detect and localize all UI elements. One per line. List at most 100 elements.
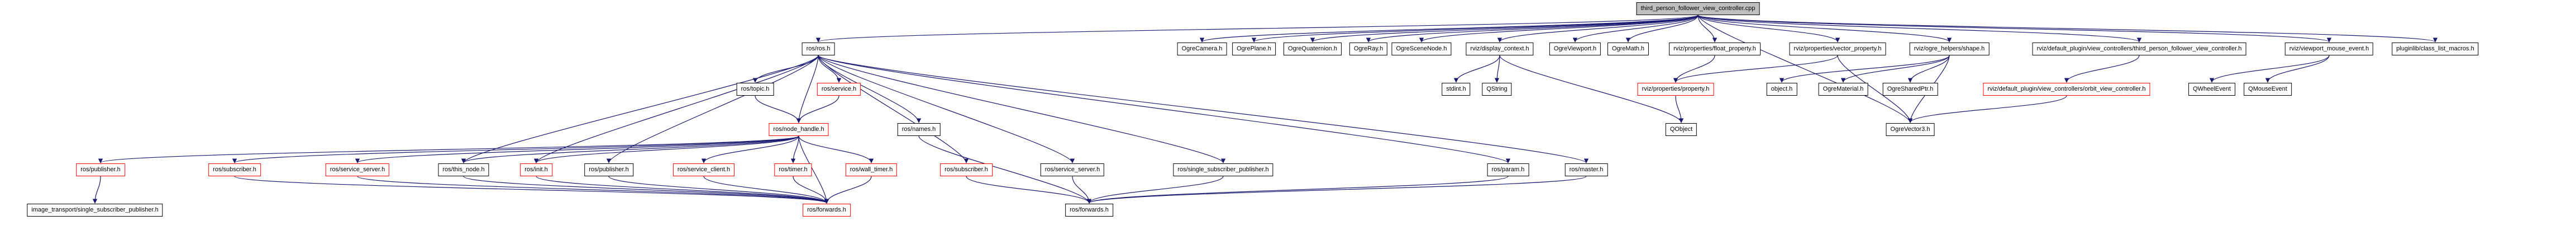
include-edge-sspub-fwd2: [1086, 176, 1224, 204]
graph-node-service[interactable]: ros/service.h: [817, 83, 861, 96]
graph-node-shape[interactable]: rviz/ogre_helpers/shape.h: [1909, 43, 1990, 55]
graph-node-param[interactable]: ros/param.h: [1487, 163, 1529, 176]
graph-node-nodehandle[interactable]: ros/node_handle.h: [769, 123, 829, 136]
graph-node-pluginlib[interactable]: pluginlib/class_list_macros.h: [2392, 43, 2479, 55]
include-edge-pub2-fwd1: [608, 176, 829, 204]
include-edge-rosros-sspub: [818, 55, 1226, 163]
include-edge-rosros-init: [533, 55, 819, 163]
graph-node-qmouse[interactable]: QMouseEvent: [2244, 83, 2292, 96]
include-edge-srvsrv2-fwd2: [1072, 176, 1092, 204]
graph-node-floatprop[interactable]: rviz/properties/float_property.h: [1669, 43, 1761, 55]
graph-node-sub1[interactable]: ros/subscriber.h: [208, 163, 261, 176]
include-edge-cpp-ogreviewport: [1572, 15, 1699, 43]
include-edge-cpp-ogreray: [1366, 15, 1699, 43]
graph-node-names[interactable]: ros/names.h: [897, 123, 941, 136]
graph-node-ogreplane[interactable]: OgrePlane.h: [1232, 43, 1276, 55]
include-edge-shape-ogremat: [1840, 55, 1950, 83]
include-edge-sub2-fwd2: [966, 176, 1092, 204]
include-edge-param-fwd2: [1087, 176, 1509, 204]
graph-node-master[interactable]: ros/master.h: [1564, 163, 1608, 176]
graph-node-sub2[interactable]: ros/subscriber.h: [940, 163, 993, 176]
include-edge-nodehandle-timer: [790, 135, 799, 163]
graph-node-topic[interactable]: ros/topic.h: [736, 83, 774, 96]
include-edge-vpmouse-qmouse: [2265, 55, 2330, 83]
graph-node-srvclient[interactable]: ros/service_client.h: [672, 163, 735, 176]
include-edge-cpp-floatprop: [1697, 15, 1718, 43]
include-edge-cpp-vectorprop: [1697, 15, 1840, 43]
graph-node-fwd1[interactable]: ros/forwards.h: [803, 204, 851, 217]
include-edge-rosros-master: [818, 55, 1588, 163]
include-edge-property-qobject: [1675, 95, 1684, 123]
graph-node-ogrequat[interactable]: OgreQuaternion.h: [1283, 43, 1342, 55]
include-edge-service-nodehandle: [796, 95, 839, 123]
graph-node-orbit[interactable]: rviz/default_plugin/view_controllers/orb…: [1983, 83, 2150, 96]
graph-node-srvsrv2[interactable]: ros/service_server.h: [1040, 163, 1105, 176]
graph-node-ogremat[interactable]: OgreMaterial.h: [1818, 83, 1868, 96]
graph-node-ogremath[interactable]: OgreMath.h: [1607, 43, 1649, 55]
include-edge-cpp-pluginlib: [1697, 15, 2437, 43]
include-edge-tpfvc_h-orbit: [2064, 55, 2140, 83]
include-edge-cpp-ogrevec3: [1697, 15, 1913, 123]
include-edge-orbit-ogrevec3: [1907, 95, 2067, 123]
include-edge-cpp-shape: [1697, 15, 1952, 43]
graph-node-ogreviewport[interactable]: OgreViewport.h: [1549, 43, 1601, 55]
include-edge-floatprop-property: [1673, 55, 1715, 83]
graph-node-ogrecamera[interactable]: OgreCamera.h: [1177, 43, 1227, 55]
include-edge-displayctx-qstring: [1494, 55, 1500, 83]
graph-node-vpmouse[interactable]: rviz/viewport_mouse_event.h: [2284, 43, 2374, 55]
graph-node-ogrescene[interactable]: OgreSceneNode.h: [1391, 43, 1452, 55]
graph-node-init[interactable]: ros/init.h: [520, 163, 552, 176]
include-edge-shape-ogreshared: [1907, 55, 1950, 83]
include-edge-rosros-param: [818, 55, 1510, 163]
graph-node-stdint[interactable]: stdint.h: [1442, 83, 1471, 96]
include-edge-cpp-displayctx: [1497, 15, 1699, 43]
graph-node-cpp: third_person_follower_view_controller.cp…: [1636, 2, 1760, 15]
include-edge-displayctx-stdint: [1453, 55, 1500, 83]
include-edge-vpmouse-qwheel: [2209, 55, 2330, 83]
graph-node-ogrevec3[interactable]: OgreVector3.h: [1886, 123, 1935, 136]
include-edge-cpp-tpfvc_h: [1697, 15, 2141, 43]
graph-node-thisnode[interactable]: ros/this_node.h: [438, 163, 489, 176]
graph-node-srvsrv1[interactable]: ros/service_server.h: [325, 163, 390, 176]
include-edge-cpp-ogrescene: [1419, 15, 1699, 43]
include-edge-rosros-topic: [752, 55, 819, 83]
include-edge-nodehandle-pub1: [98, 135, 799, 163]
include-edge-thisnode-fwd1: [463, 176, 829, 204]
graph-node-pub1[interactable]: ros/publisher.h: [76, 163, 125, 176]
include-edge-cpp-ogrecamera: [1200, 15, 1699, 43]
graph-node-sspub[interactable]: ros/single_subscriber_publisher.h: [1173, 163, 1273, 176]
graph-node-itsspub[interactable]: image_transport/single_subscriber_publis…: [27, 204, 163, 217]
graph-node-object[interactable]: object.h: [1766, 83, 1797, 96]
include-edge-rosros-srvsrv2: [818, 55, 1075, 163]
include-edge-shape-object: [1779, 55, 1950, 83]
include-edge-cpp-ogrequat: [1310, 15, 1699, 43]
graph-node-fwd2[interactable]: ros/forwards.h: [1065, 204, 1113, 217]
graph-node-walltimer[interactable]: ros/wall_timer.h: [845, 163, 898, 176]
include-edge-topic-nodehandle: [755, 95, 802, 123]
graph-node-qstring[interactable]: QString: [1482, 83, 1512, 96]
include-edge-pub1-itsspub: [92, 176, 101, 204]
include-edge-rosros-thisnode: [461, 55, 819, 163]
graph-node-timer[interactable]: ros/timer.h: [774, 163, 812, 176]
graph-node-property[interactable]: rviz/properties/property.h: [1637, 83, 1714, 96]
include-edge-srvclient-fwd1: [703, 176, 829, 204]
include-edge-sub1-fwd1: [234, 176, 829, 204]
include-edge-master-fwd2: [1087, 176, 1587, 204]
graph-node-qwheel[interactable]: QWheelEvent: [2188, 83, 2235, 96]
graph-node-tpfvc_h[interactable]: rviz/default_plugin/view_controllers/thi…: [2032, 43, 2246, 55]
graph-node-ogreray[interactable]: OgreRay.h: [1349, 43, 1388, 55]
include-edge-timer-fwd1: [793, 176, 829, 204]
graph-node-vectorprop[interactable]: rviz/properties/vector_property.h: [1789, 43, 1886, 55]
graph-node-qobject[interactable]: QObject: [1665, 123, 1697, 136]
include-edge-nodehandle-sub1: [232, 135, 799, 163]
include-edge-walltimer-fwd1: [824, 176, 872, 204]
graph-node-pub2[interactable]: ros/publisher.h: [584, 163, 633, 176]
include-edge-rosros-service: [818, 55, 842, 83]
include-edge-cpp-rosros: [816, 15, 1699, 43]
graph-node-ogreshared[interactable]: OgreSharedPtr.h: [1882, 83, 1938, 96]
graph-node-displayctx[interactable]: rviz/display_context.h: [1466, 43, 1534, 55]
include-edge-cpp-ogreplane: [1252, 15, 1699, 43]
graph-node-rosros[interactable]: ros/ros.h: [802, 43, 835, 55]
